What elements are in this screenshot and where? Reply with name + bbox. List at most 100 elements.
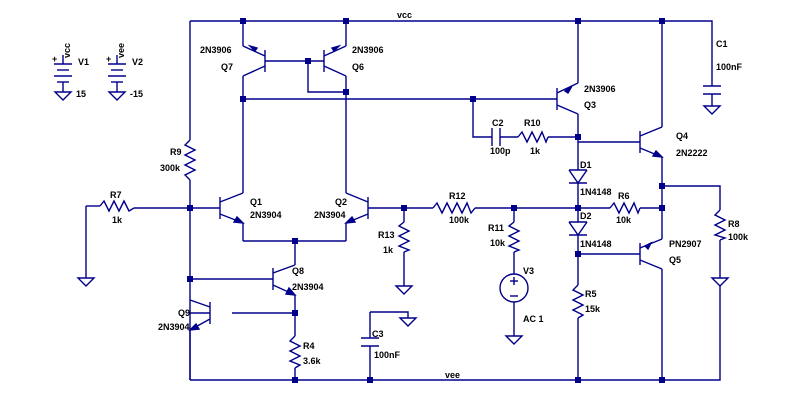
r6-value-label: 10k	[616, 215, 632, 225]
r5-value-label: 15k	[585, 304, 601, 314]
resistor-r8	[713, 209, 728, 241]
ground-icon	[702, 105, 722, 115]
resistor-r12	[432, 201, 476, 215]
q4-model-label: 2N2222	[676, 148, 708, 158]
q3-model-label: 2N3906	[584, 84, 616, 94]
output-r8-wire	[662, 185, 721, 210]
vee-net-label: vee	[445, 370, 460, 380]
vcc-net-label: vcc	[397, 10, 412, 20]
v2-name-label: V2	[132, 57, 143, 67]
junction-dot	[575, 251, 581, 257]
r12-name-label: R12	[449, 191, 466, 201]
junction-dot	[240, 18, 246, 24]
r6-name-label: R6	[618, 191, 630, 201]
ground-icon	[710, 277, 730, 287]
q6-diode-wire	[307, 61, 346, 93]
resistor-r11	[507, 221, 521, 253]
r11-name-label: R11	[488, 223, 504, 233]
junction-dot	[575, 18, 581, 24]
v1-net-label: vcc	[62, 43, 72, 58]
diode-d2	[568, 221, 588, 237]
r8-value-label: 100k	[728, 232, 749, 242]
junction-dot	[187, 205, 193, 211]
q9-name-label: Q9	[178, 308, 190, 318]
junction-dot	[659, 18, 665, 24]
q9-model-label: 2N3904	[158, 322, 190, 332]
q3-name-label: Q3	[584, 100, 596, 110]
r13-value-label: 1k	[383, 245, 394, 255]
junction-dot	[659, 377, 665, 383]
junction-dot	[659, 183, 665, 189]
d1-model-label: 1N4148	[580, 187, 612, 197]
c1-value-label: 100nF	[716, 62, 743, 72]
ground-icon	[76, 277, 96, 287]
transistor-q4	[639, 126, 664, 158]
v2-net-label: vee	[116, 43, 126, 58]
resistor-r6	[609, 201, 641, 215]
capacitor-c3	[361, 337, 379, 347]
resistor-r10	[517, 130, 549, 144]
q6-name-label: Q6	[352, 62, 364, 72]
q7-model-label: 2N3906	[200, 45, 232, 55]
v2-value-label: -15	[130, 89, 143, 99]
v1-value-label: 15	[76, 89, 86, 99]
d2-name-label: D2	[580, 211, 592, 221]
junction-dot	[575, 377, 581, 383]
r5-name-label: R5	[585, 289, 597, 299]
d1-name-label: D1	[580, 160, 592, 170]
d2-model-label: 1N4148	[580, 239, 612, 249]
r9-name-label: R9	[170, 147, 182, 157]
junction-dot	[240, 96, 246, 102]
junction-dot	[575, 205, 581, 211]
ground-icon	[53, 91, 73, 101]
q5-name-label: Q5	[669, 255, 681, 265]
junction-dot	[305, 58, 311, 64]
junction-dot	[292, 377, 298, 383]
r4-value-label: 3.6k	[303, 356, 322, 366]
transistor-q7	[242, 44, 266, 77]
junctions	[187, 18, 665, 383]
q2-model-label: 2N3904	[314, 210, 346, 220]
q8-model-label: 2N3904	[292, 282, 324, 292]
resistor-r9	[183, 139, 197, 181]
q4-name-label: Q4	[676, 131, 688, 141]
capacitor-c2	[491, 128, 501, 146]
resistor-r7	[99, 199, 135, 213]
vcc-rail	[190, 20, 713, 86]
r4-name-label: R4	[303, 341, 315, 351]
c3-name-label: C3	[372, 329, 384, 339]
c3-value-label: 100nF	[374, 350, 401, 360]
c2-name-label: C2	[492, 118, 504, 128]
v3-name-label: V3	[523, 266, 534, 276]
c2-left-wire	[472, 99, 492, 138]
transistor-q1	[219, 192, 245, 224]
transistor-q3	[556, 82, 579, 115]
r9-value-label: 300k	[160, 163, 181, 173]
diode-d1	[568, 169, 588, 185]
ground-icon	[504, 335, 524, 345]
transistor-q6	[323, 44, 347, 77]
c3-top-wire	[370, 311, 409, 318]
junction-dot	[343, 18, 349, 24]
v1-name-label: V1	[78, 57, 89, 67]
r13-name-label: R13	[378, 230, 395, 240]
junction-dot	[292, 310, 298, 316]
v1-plus-sign: +	[52, 54, 57, 64]
q7-name-label: Q7	[221, 62, 233, 72]
q1-model-label: 2N3904	[250, 210, 282, 220]
resistor-r4	[288, 335, 302, 369]
junction-dot	[575, 134, 581, 140]
q1-name-label: Q1	[250, 197, 262, 207]
ac-source-v3	[499, 273, 529, 303]
v2-plus-sign: +	[106, 54, 111, 64]
r10-name-label: R10	[524, 118, 541, 128]
r8-name-label: R8	[728, 219, 740, 229]
q5-model-label: PN2907	[669, 239, 702, 249]
r12-value-label: 100k	[449, 215, 470, 225]
vee-rail	[190, 286, 721, 381]
resistor-r13	[397, 221, 411, 253]
junction-dot	[187, 276, 193, 282]
capacitor-c1	[703, 85, 721, 95]
q6-model-label: 2N3906	[352, 45, 384, 55]
